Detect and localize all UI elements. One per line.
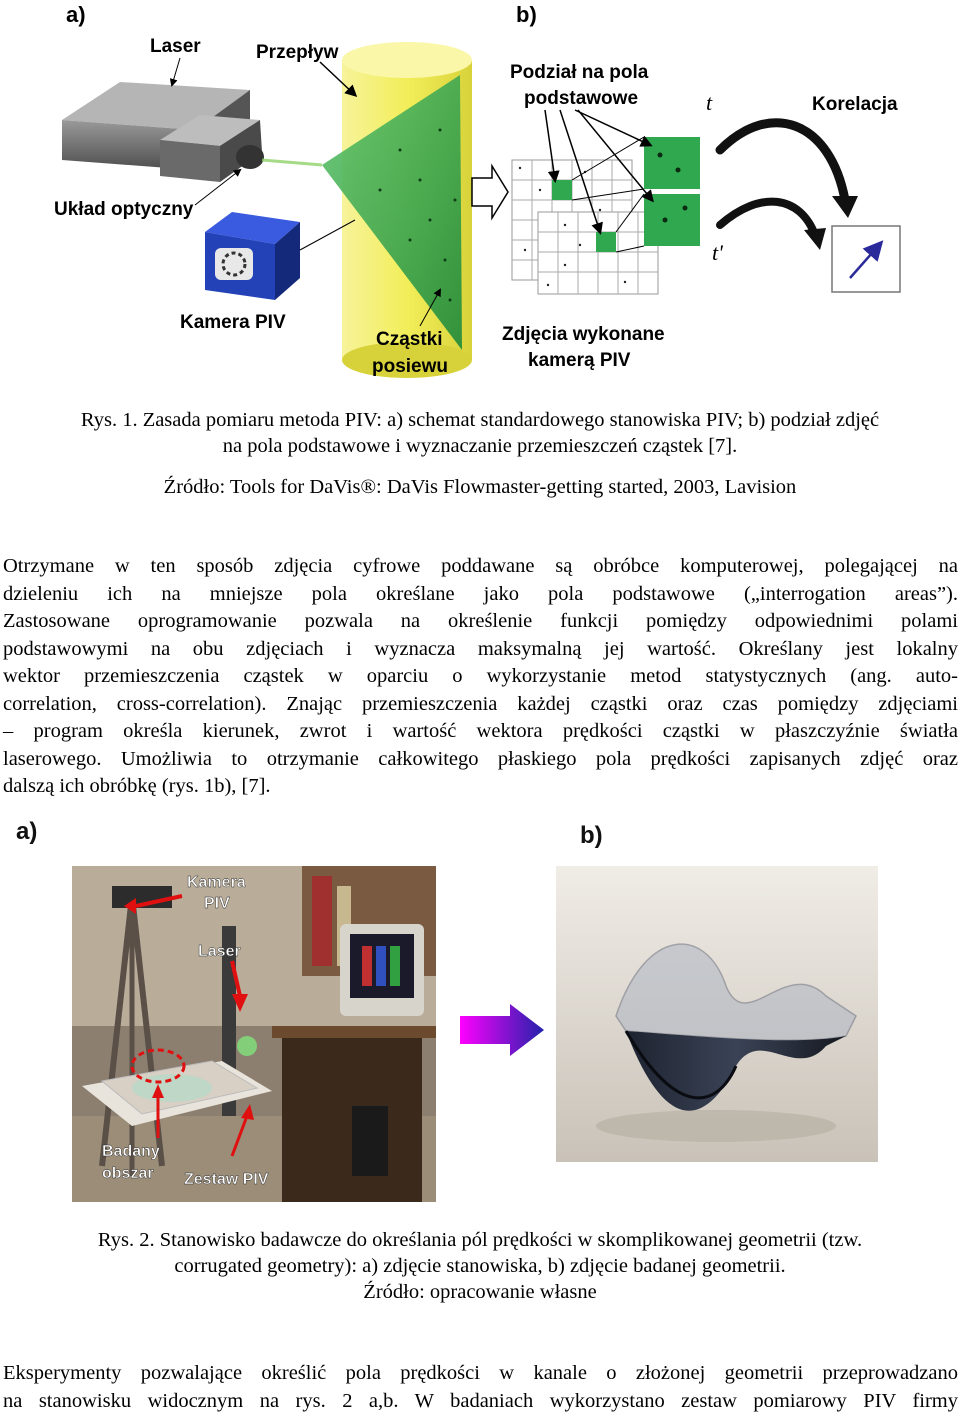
zoomed-window-t-prime bbox=[644, 194, 700, 246]
label-split-line2: podstawowe bbox=[524, 88, 638, 109]
fig1-panel-b-letter: b) bbox=[516, 2, 537, 27]
fig1-panel-a-letter: a) bbox=[66, 2, 86, 27]
photo-label-area-line1: Badany bbox=[102, 1143, 160, 1160]
body-paragraph-2: Eksperymenty pozwalające określić pola p… bbox=[3, 1360, 958, 1415]
paragraph-1-line: podstawowymi na obu zdjęciach i wyznacza… bbox=[3, 636, 958, 664]
body-paragraph-1: Otrzymane w ten sposób zdjęcia cyfrowe p… bbox=[3, 553, 958, 801]
label-optics: Układ optyczny bbox=[54, 199, 194, 220]
photo-label-camera-line2: PIV bbox=[204, 895, 230, 912]
figure-2-source: Źródło: opracowanie własne bbox=[0, 1279, 960, 1305]
label-camera: Kamera PIV bbox=[180, 312, 286, 333]
paragraph-1-line: dzieleniu ich na mniejsze pola określane… bbox=[3, 581, 958, 609]
label-seed-line1: Cząstki bbox=[376, 329, 443, 350]
photo-lab-stand: Kamera PIV Laser Badany obszar Zestaw PI… bbox=[72, 866, 436, 1202]
paragraph-2-line: Eksperymenty pozwalające określić pola p… bbox=[3, 1360, 958, 1388]
piv-camera-illustration bbox=[205, 212, 300, 300]
photo-corrugated-geometry bbox=[556, 866, 878, 1162]
label-laser: Laser bbox=[150, 36, 201, 57]
figure-1-source: Źródło: Tools for DaVis®: DaVis Flowmast… bbox=[0, 474, 960, 500]
photo-label-laser: Laser bbox=[198, 943, 241, 960]
fig2-panel-a-letter: a) bbox=[16, 818, 37, 846]
figure-2-caption: Rys. 2. Stanowisko badawcze do określani… bbox=[0, 1227, 960, 1305]
correlation-arrow-upper bbox=[720, 123, 845, 200]
paragraph-2-line: na stanowisku widocznym na rys. 2 a,b. W… bbox=[3, 1388, 958, 1415]
label-photos-line2: kamerą PIV bbox=[528, 350, 631, 371]
correlation-arrow-lower bbox=[720, 202, 815, 235]
figure-1-caption-line1: Rys. 1. Zasada pomiaru metoda PIV: a) sc… bbox=[0, 407, 960, 433]
paragraph-1-line: correlation, cross-correlation). Znając … bbox=[3, 691, 958, 719]
label-seed-line2: posiewu bbox=[372, 356, 448, 377]
zoomed-window-t bbox=[644, 137, 700, 189]
paragraph-1-line: Otrzymane w ten sposób zdjęcia cyfrowe p… bbox=[3, 553, 958, 581]
label-flow: Przepływ bbox=[256, 42, 339, 63]
label-photos-line1: Zdjęcia wykonane bbox=[502, 324, 665, 345]
figure-1-caption-line2: na pola podstawowe i wyznaczanie przemie… bbox=[0, 433, 960, 459]
figure-2-caption-line1: Rys. 2. Stanowisko badawcze do określani… bbox=[0, 1227, 960, 1253]
label-split-line1: Podział na pola bbox=[510, 62, 649, 83]
paragraph-1-line: Zastosowane oprogramowanie pozwala na ok… bbox=[3, 608, 958, 636]
paragraph-1-line: laserowego. Umożliwia to otrzymanie całk… bbox=[3, 746, 958, 774]
photo-label-set: Zestaw PIV bbox=[184, 1171, 269, 1188]
paragraph-1-line: wektor przemieszczenia cząstek w oparciu… bbox=[3, 663, 958, 691]
process-arrow bbox=[472, 166, 508, 218]
photo-label-camera-line1: Kamera bbox=[187, 874, 246, 891]
photo-label-area-line2: obszar bbox=[102, 1165, 154, 1182]
fig2-panel-b-letter: b) bbox=[580, 822, 603, 850]
figure-2-caption-line2: corrugated geometry): a) zdjęcie stanowi… bbox=[0, 1253, 960, 1279]
paragraph-1-line: dalszą ich obróbkę (rys. 1b), [7]. bbox=[3, 773, 958, 801]
label-time-t: t bbox=[706, 90, 713, 115]
transition-arrow bbox=[460, 1004, 544, 1056]
label-time-t-prime: t' bbox=[712, 240, 723, 265]
figure-1-caption: Rys. 1. Zasada pomiaru metoda PIV: a) sc… bbox=[0, 407, 960, 459]
paragraph-1-line: – program określa kierunek, zwrot i wart… bbox=[3, 718, 958, 746]
laser-unit-illustration bbox=[62, 82, 264, 182]
label-correlation: Korelacja bbox=[812, 94, 898, 115]
figure-1-piv-schematic: a) b) Laser Przepływ Układ optyczny bbox=[0, 0, 960, 390]
